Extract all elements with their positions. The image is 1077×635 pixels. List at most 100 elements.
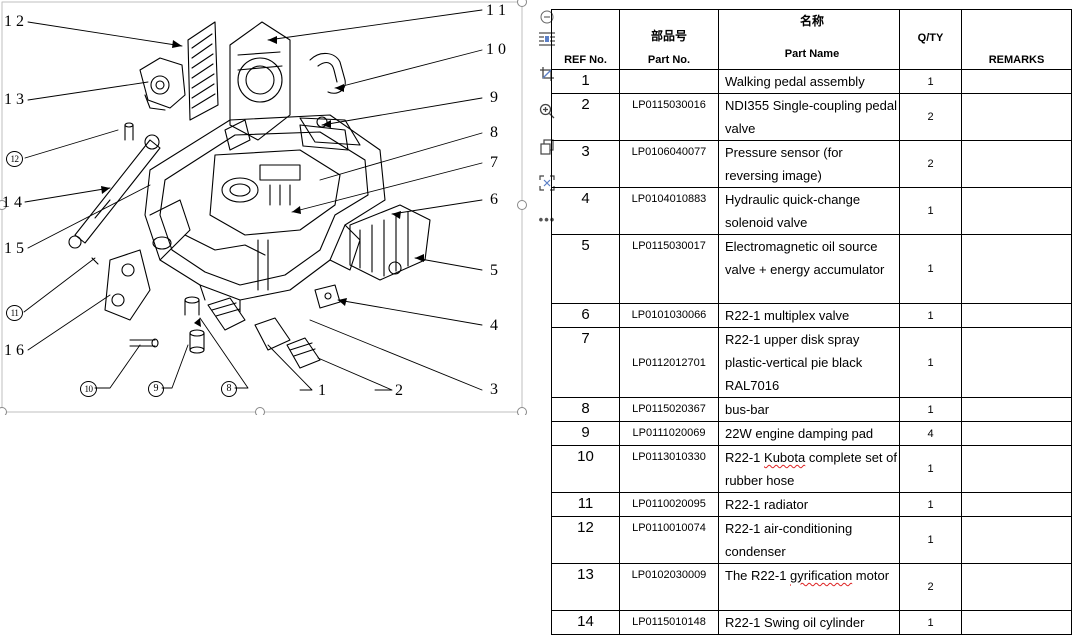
- callout-label: 1 3: [4, 91, 24, 108]
- callout-label: 9: [148, 381, 164, 397]
- cell-part-name[interactable]: R22-1 Kubota complete set of rubber hose: [718, 445, 900, 493]
- cell-part-no: LP0111020069: [619, 421, 719, 446]
- resize-handle[interactable]: [517, 0, 527, 7]
- cell-part-name[interactable]: Walking pedal assembly: [718, 69, 900, 94]
- cell-remarks[interactable]: [961, 563, 1072, 611]
- header-part-name-cn: 名称: [799, 14, 824, 28]
- cell-qty: 1: [899, 187, 962, 235]
- header-qty: Q/TY: [899, 9, 962, 70]
- cell-ref: 14: [551, 610, 620, 635]
- cell-part-name[interactable]: Electromagnetic oil source valve + energ…: [718, 234, 900, 304]
- callout-label: 5: [490, 262, 498, 279]
- resize-handle[interactable]: [0, 200, 7, 210]
- parts-list-table: REF No. 部品号 Part No. 名称 Part Name Q/TY R…: [551, 9, 1072, 635]
- cell-part-name[interactable]: R22-1 upper disk spray plastic-vertical …: [718, 327, 900, 398]
- header-part-no: 部品号 Part No.: [619, 9, 719, 70]
- table-row: 14 LP0115010148 R22-1 Swing oil cylinder…: [551, 610, 1072, 635]
- cell-part-name[interactable]: Hydraulic quick-change solenoid valve: [718, 187, 900, 235]
- cell-ref: 9: [551, 421, 620, 446]
- cell-remarks[interactable]: [961, 69, 1072, 94]
- cell-remarks[interactable]: [961, 187, 1072, 235]
- cell-part-no: LP0106040077: [619, 140, 719, 188]
- drawing-canvas: [0, 0, 527, 416]
- resize-handle[interactable]: [255, 407, 265, 416]
- cell-remarks[interactable]: [961, 397, 1072, 422]
- cell-remarks[interactable]: [961, 234, 1072, 304]
- callout-label: 1 0: [486, 41, 506, 58]
- cell-qty: 1: [899, 303, 962, 328]
- cell-part-name[interactable]: NDI355 Single-coupling pedal valve: [718, 93, 900, 141]
- bus-bar-part: [299, 116, 349, 151]
- callout-label: 1 4: [2, 194, 22, 211]
- cell-qty: 4: [899, 421, 962, 446]
- cell-remarks[interactable]: [961, 303, 1072, 328]
- table-row: 6 LP0101030066 R22-1 multiplex valve 1: [551, 303, 1072, 328]
- cell-part-no: LP0104010883: [619, 187, 719, 235]
- cell-ref: 3: [551, 140, 620, 188]
- resize-handle[interactable]: [517, 200, 527, 210]
- cell-ref: 1: [551, 69, 620, 94]
- cell-part-name[interactable]: R22-1 multiplex valve: [718, 303, 900, 328]
- callout-label: 1 1: [486, 2, 506, 19]
- callout-label: 8: [221, 381, 237, 397]
- resize-handle[interactable]: [0, 407, 7, 416]
- rubber-hose-part: [309, 52, 346, 94]
- cell-part-name[interactable]: bus-bar: [718, 397, 900, 422]
- cell-remarks[interactable]: [961, 516, 1072, 564]
- cell-part-name[interactable]: The R22-1 gyrification motor: [718, 563, 900, 611]
- cell-qty: 1: [899, 69, 962, 94]
- callout-label: 7: [490, 154, 498, 171]
- spellcheck-word[interactable]: gyrification: [790, 568, 853, 583]
- cell-ref: 12: [551, 516, 620, 564]
- cell-ref: 8: [551, 397, 620, 422]
- condenser-part: [187, 21, 219, 121]
- callout-label: 1 5: [4, 240, 24, 257]
- cell-part-no: LP0110020095: [619, 492, 719, 517]
- cell-ref: 13: [551, 563, 620, 611]
- header-part-no-cn: 部品号: [650, 29, 687, 43]
- header-ref: REF No.: [551, 9, 620, 70]
- cell-ref: 11: [551, 492, 620, 517]
- cell-part-name[interactable]: R22-1 radiator: [718, 492, 900, 517]
- callout-label: 1: [318, 382, 326, 399]
- table-row: 11 LP0110020095 R22-1 radiator 1: [551, 492, 1072, 517]
- cell-qty: 2: [899, 140, 962, 188]
- cell-part-no: LP0115030017: [619, 234, 719, 304]
- selection-frame: [1, 1, 523, 413]
- more-button[interactable]: •••: [536, 208, 558, 230]
- cell-part-name[interactable]: R22-1 Swing oil cylinder: [718, 610, 900, 635]
- callout-label: 2: [395, 382, 403, 399]
- cell-part-name[interactable]: 22W engine damping pad: [718, 421, 900, 446]
- cell-remarks[interactable]: [961, 610, 1072, 635]
- more-icon: •••: [538, 211, 556, 227]
- cell-part-name[interactable]: Pressure sensor (for reversing image): [718, 140, 900, 188]
- cell-part-no: LP0115030016: [619, 93, 719, 141]
- cell-remarks[interactable]: [961, 327, 1072, 398]
- exploded-parts-drawing[interactable]: 1 2 1 1 1 0 1 3 9 12 8 7 1 4 6 1 5 5 11 …: [0, 0, 530, 415]
- cell-part-no: LP0101030066: [619, 303, 719, 328]
- cell-ref: 7: [551, 327, 620, 398]
- table-row: 2 LP0115030016 NDI355 Single-coupling pe…: [551, 93, 1072, 141]
- cell-part-name[interactable]: R22-1 air-conditioning condenser: [718, 516, 900, 564]
- cell-remarks[interactable]: [961, 140, 1072, 188]
- spellcheck-word[interactable]: Kubota: [764, 450, 806, 465]
- arrow-heads: [101, 36, 424, 327]
- cell-part-no: LP0102030009: [619, 563, 719, 611]
- callout-label: 1 6: [4, 342, 24, 359]
- leader-lines: [23, 9, 483, 391]
- table-row: 12 LP0110010074 R22-1 air-conditioning c…: [551, 516, 1072, 564]
- cell-ref: 2: [551, 93, 620, 141]
- table-row: 1 Walking pedal assembly 1: [551, 69, 1072, 94]
- cell-remarks[interactable]: [961, 492, 1072, 517]
- cell-remarks[interactable]: [961, 421, 1072, 446]
- callout-label: 11: [6, 305, 23, 321]
- resize-handle[interactable]: [517, 407, 527, 416]
- callout-label: 4: [490, 317, 498, 334]
- cell-qty: 1: [899, 234, 962, 304]
- name-text: R22-1: [725, 450, 765, 465]
- cell-remarks[interactable]: [961, 445, 1072, 493]
- callout-label: 3: [490, 381, 498, 398]
- name-text: The R22-1: [725, 568, 791, 583]
- cell-remarks[interactable]: [961, 93, 1072, 141]
- header-part-name-en: Part Name: [784, 48, 840, 60]
